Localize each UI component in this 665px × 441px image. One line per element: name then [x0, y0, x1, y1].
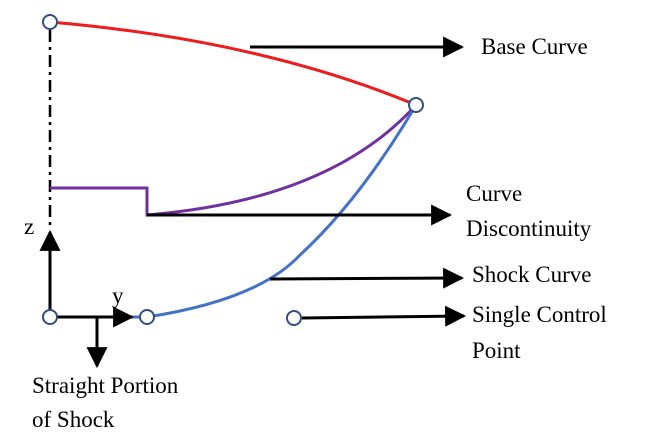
label-base-curve: Base Curve	[481, 34, 588, 59]
axis-label-z: z	[24, 214, 35, 239]
control-point-shock-start	[139, 309, 155, 325]
shock-curve-arrow	[269, 267, 465, 289]
label-shock-curve: Shock Curve	[472, 262, 592, 287]
control-point-origin	[42, 309, 58, 325]
control-point-top	[42, 14, 58, 30]
base-curve	[49, 20, 417, 107]
label-single-control-point-1: Single Control	[472, 302, 607, 327]
label-straight-portion-1: Straight Portion	[32, 373, 179, 398]
single-control-point	[286, 310, 302, 326]
single-control-point-arrow	[301, 305, 467, 327]
discontinuity-curve	[50, 103, 418, 217]
label-curve-discontinuity-2: Discontinuity	[466, 216, 592, 241]
control-point-tip	[408, 97, 424, 113]
label-curve-discontinuity-1: Curve	[466, 181, 523, 206]
shock-curve	[50, 104, 418, 319]
label-straight-portion-2: of Shock	[32, 407, 115, 432]
label-single-control-point-2: Point	[472, 338, 521, 363]
axis-label-y: y	[112, 283, 124, 308]
